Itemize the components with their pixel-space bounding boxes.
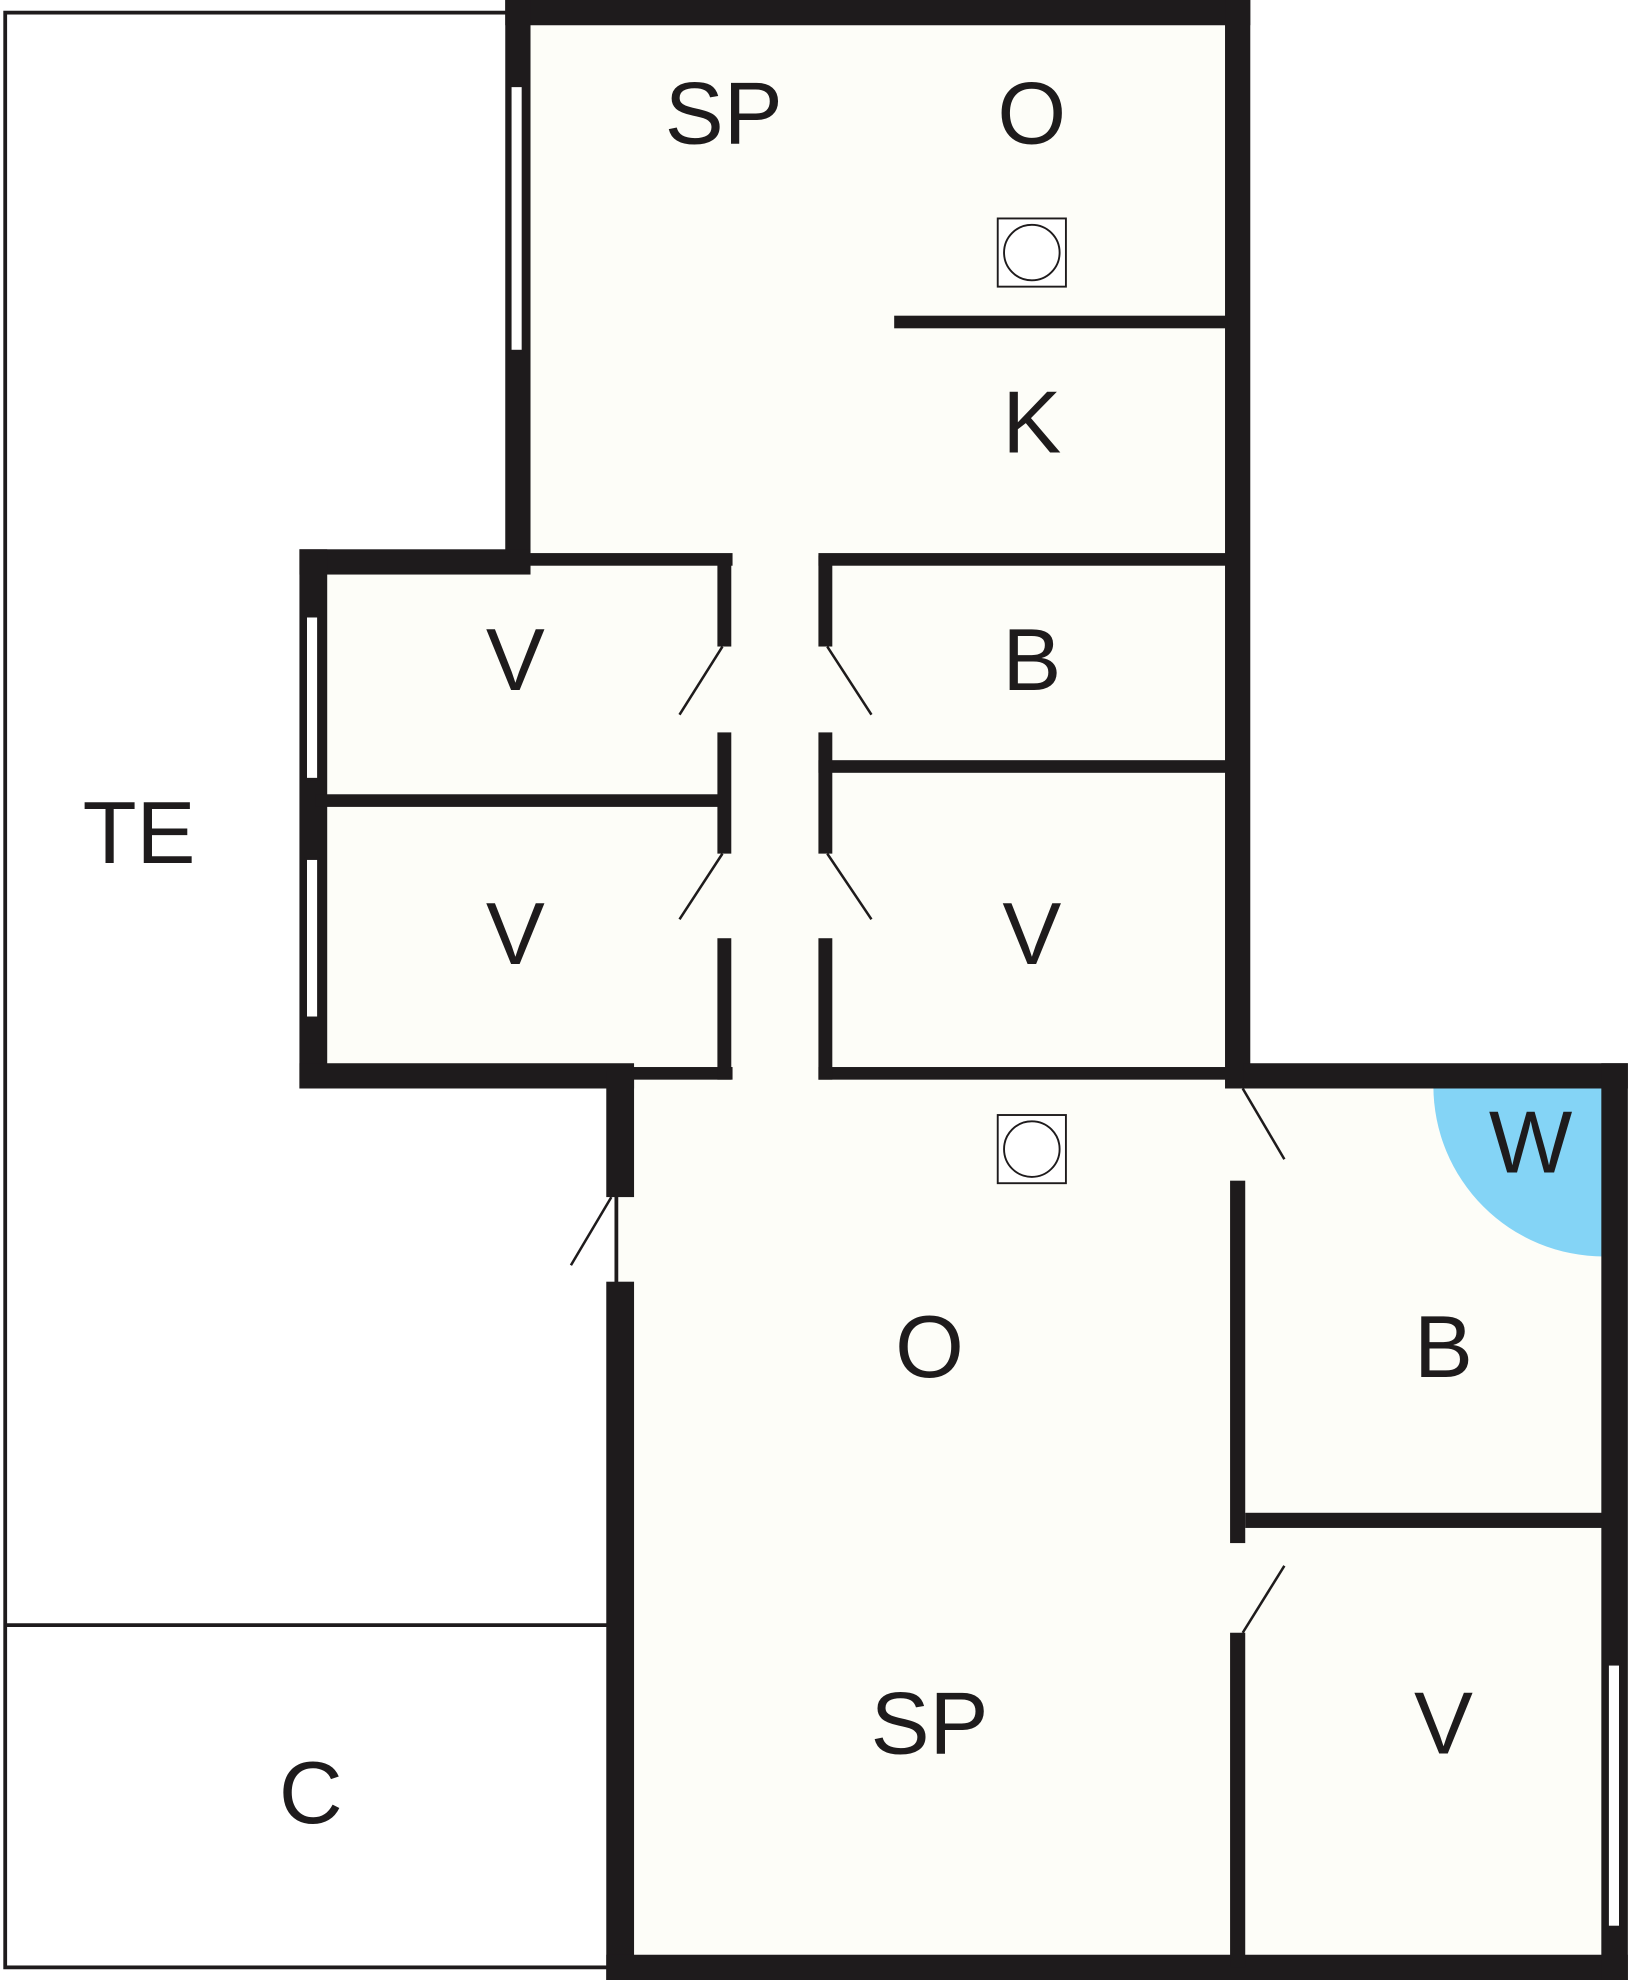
label-living-bottom: O (895, 1297, 964, 1396)
label-terrace: TE (83, 783, 196, 882)
floor-upper (517, 12, 1238, 569)
label-living-top: O (997, 63, 1066, 162)
label-bedroom-bottom: V (1414, 1673, 1473, 1772)
label-sleeping-top: SP (665, 63, 783, 162)
label-whirlpool: W (1489, 1092, 1573, 1191)
label-bedroom-left-bottom: V (486, 884, 545, 983)
label-kitchen: K (1002, 373, 1061, 472)
doors (569, 645, 1286, 1634)
whirlpool-area (1433, 1085, 1604, 1257)
label-bathroom-bottom: B (1414, 1297, 1473, 1396)
label-bedroom-left-top: V (486, 610, 545, 709)
label-bedroom-right-mid: V (1002, 884, 1061, 983)
stove-icon (996, 1114, 1067, 1185)
windows (304, 84, 1622, 1929)
stove-icon (996, 217, 1067, 288)
label-sleeping-bottom: SP (871, 1673, 989, 1772)
floor-middle (303, 555, 1238, 1080)
label-bathroom-top: B (1002, 610, 1061, 709)
label-carport: C (279, 1743, 343, 1842)
